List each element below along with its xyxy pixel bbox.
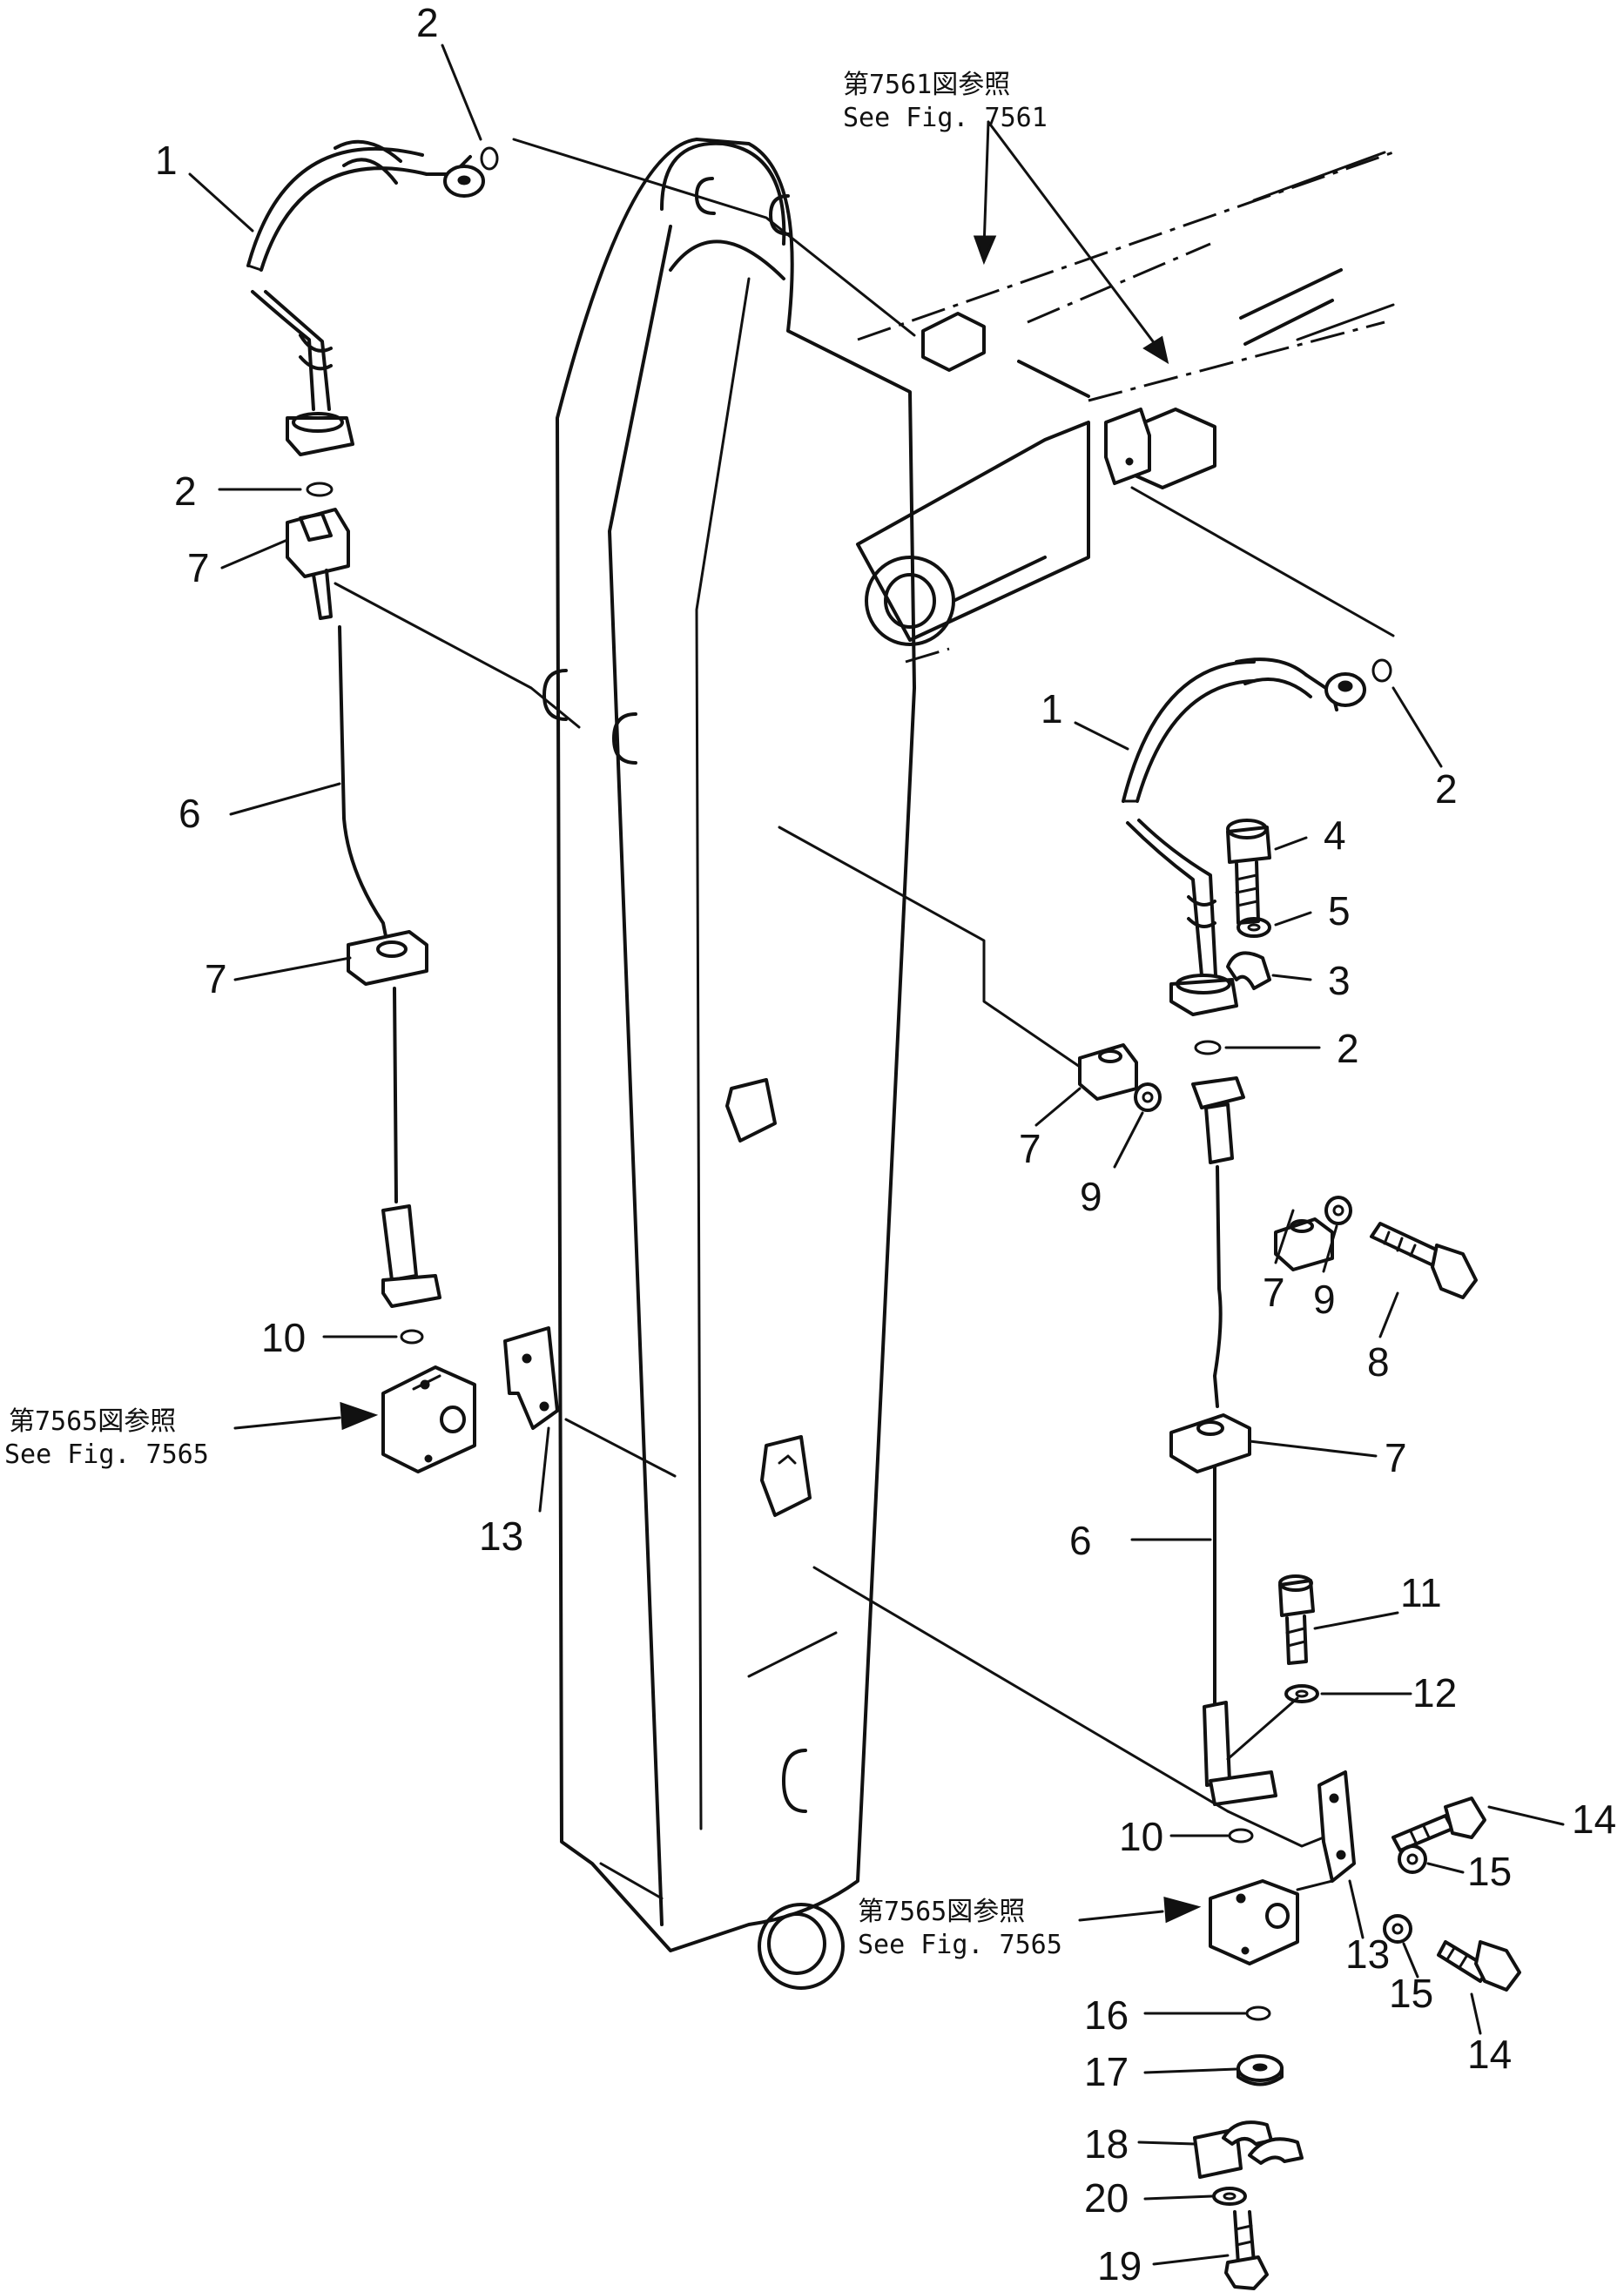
right-bolt-8 <box>1370 1222 1478 1299</box>
callout-8: 8 <box>1367 1339 1390 1385</box>
callout-6-left: 6 <box>179 791 201 836</box>
leader-lines <box>334 138 1395 1848</box>
right-washer-9a <box>1134 1082 1162 1112</box>
right-washer-15b <box>1383 1914 1412 1944</box>
left-lower-flange <box>381 1204 441 1345</box>
callout-2-top: 2 <box>416 0 439 45</box>
callout-7-right-b: 7 <box>1263 1270 1285 1315</box>
right-tube-6 <box>1213 1165 1223 1709</box>
left-bracket-13 <box>503 1326 559 1430</box>
callout-10-left: 10 <box>261 1315 306 1360</box>
left-middle-block-7 <box>347 930 428 986</box>
right-middle-block-7 <box>1169 1413 1251 1473</box>
callout-9-right-a: 9 <box>1080 1174 1102 1219</box>
ref-left-en: See Fig. 7565 <box>4 1439 209 1470</box>
right-washer-12 <box>1284 1684 1319 1703</box>
callout-7-left-middle: 7 <box>205 956 227 1001</box>
right-washer-9b <box>1324 1196 1352 1225</box>
callout-13-left: 13 <box>479 1513 523 1559</box>
callout-7-right-a: 7 <box>1019 1126 1041 1171</box>
callout-1-left: 1 <box>155 138 178 183</box>
right-bolt-14b <box>1437 1940 1521 1992</box>
right-washer-20 <box>1212 2187 1247 2206</box>
callout-7-right-c: 7 <box>1385 1435 1407 1480</box>
callout-14-lower: 14 <box>1467 2032 1512 2077</box>
callout-19: 19 <box>1097 2243 1142 2289</box>
callout-4: 4 <box>1324 812 1346 858</box>
left-hose-assembly <box>246 139 485 456</box>
reference-arrows <box>233 120 1202 1924</box>
right-half-clamp-3 <box>1226 951 1271 990</box>
right-split-clamp-18 <box>1193 2120 1304 2179</box>
callout-numbers: 2 1 2 7 6 7 10 13 1 2 4 5 3 2 7 9 7 9 8 … <box>155 0 1616 2289</box>
right-split-flange-7 <box>1078 1043 1138 1101</box>
left-upper-flange-7 <box>286 508 350 620</box>
right-oring-16 <box>1245 2006 1271 2021</box>
ref-right-jp: 第7565図参照 <box>858 1897 1025 1927</box>
right-bolt-11 <box>1278 1574 1315 1665</box>
callout-3: 3 <box>1328 958 1351 1003</box>
reference-labels: 第7561図参照 See Fig. 7561 第7565図参照 See Fig.… <box>4 70 1062 1960</box>
right-orings-2 <box>1194 658 1392 1055</box>
ref-left-jp: 第7565図参照 <box>9 1406 176 1437</box>
callout-9-right-b: 9 <box>1313 1277 1336 1322</box>
left-valve-block <box>381 1365 476 1473</box>
ref-right-en: See Fig. 7565 <box>858 1930 1062 1960</box>
right-lower-flange <box>1203 1696 1299 1844</box>
right-bolt-14a <box>1392 1797 1486 1852</box>
right-bolt-4 <box>1226 819 1271 925</box>
callout-14-upper: 14 <box>1572 1797 1616 1842</box>
callout-6-right: 6 <box>1069 1518 1092 1563</box>
callout-2-right: 2 <box>1337 1026 1359 1071</box>
callout-5: 5 <box>1328 888 1351 934</box>
callout-20: 20 <box>1084 2175 1129 2221</box>
boom-arm <box>542 138 916 1990</box>
callout-1-right: 1 <box>1041 686 1063 731</box>
callout-10-right: 10 <box>1119 1814 1163 1859</box>
right-valve-block <box>1209 1879 1334 1965</box>
right-bracket-13 <box>1317 1770 1356 1883</box>
callout-11: 11 <box>1400 1570 1442 1615</box>
right-bolt-19 <box>1224 2210 1269 2290</box>
callout-15-lower: 15 <box>1389 1971 1433 2016</box>
callout-2-right-top: 2 <box>1435 766 1458 812</box>
callout-17: 17 <box>1084 2049 1129 2094</box>
ref-top-en: See Fig. 7561 <box>843 103 1048 133</box>
callout-7-left-upper: 7 <box>187 545 210 590</box>
right-washer-15a <box>1398 1844 1427 1874</box>
right-flange-head <box>1191 1076 1245 1164</box>
left-tube-6 <box>338 625 398 1203</box>
ref-top-jp: 第7561図参照 <box>843 70 1010 100</box>
callout-13-right: 13 <box>1345 1931 1390 1977</box>
callout-2-left: 2 <box>174 469 197 514</box>
right-washer-5 <box>1237 917 1271 938</box>
callout-12: 12 <box>1412 1670 1457 1716</box>
right-spacer-17 <box>1237 2054 1284 2086</box>
upper-frame <box>856 151 1395 664</box>
right-split-flange-7b <box>1274 1217 1334 1271</box>
right-hose-assembly <box>1122 657 1366 1016</box>
callout-15-upper: 15 <box>1467 1849 1512 1894</box>
callout-16: 16 <box>1084 1992 1129 2038</box>
left-oring-2 <box>306 146 499 497</box>
callout-leaders <box>188 44 1565 2266</box>
callout-18: 18 <box>1084 2121 1129 2167</box>
